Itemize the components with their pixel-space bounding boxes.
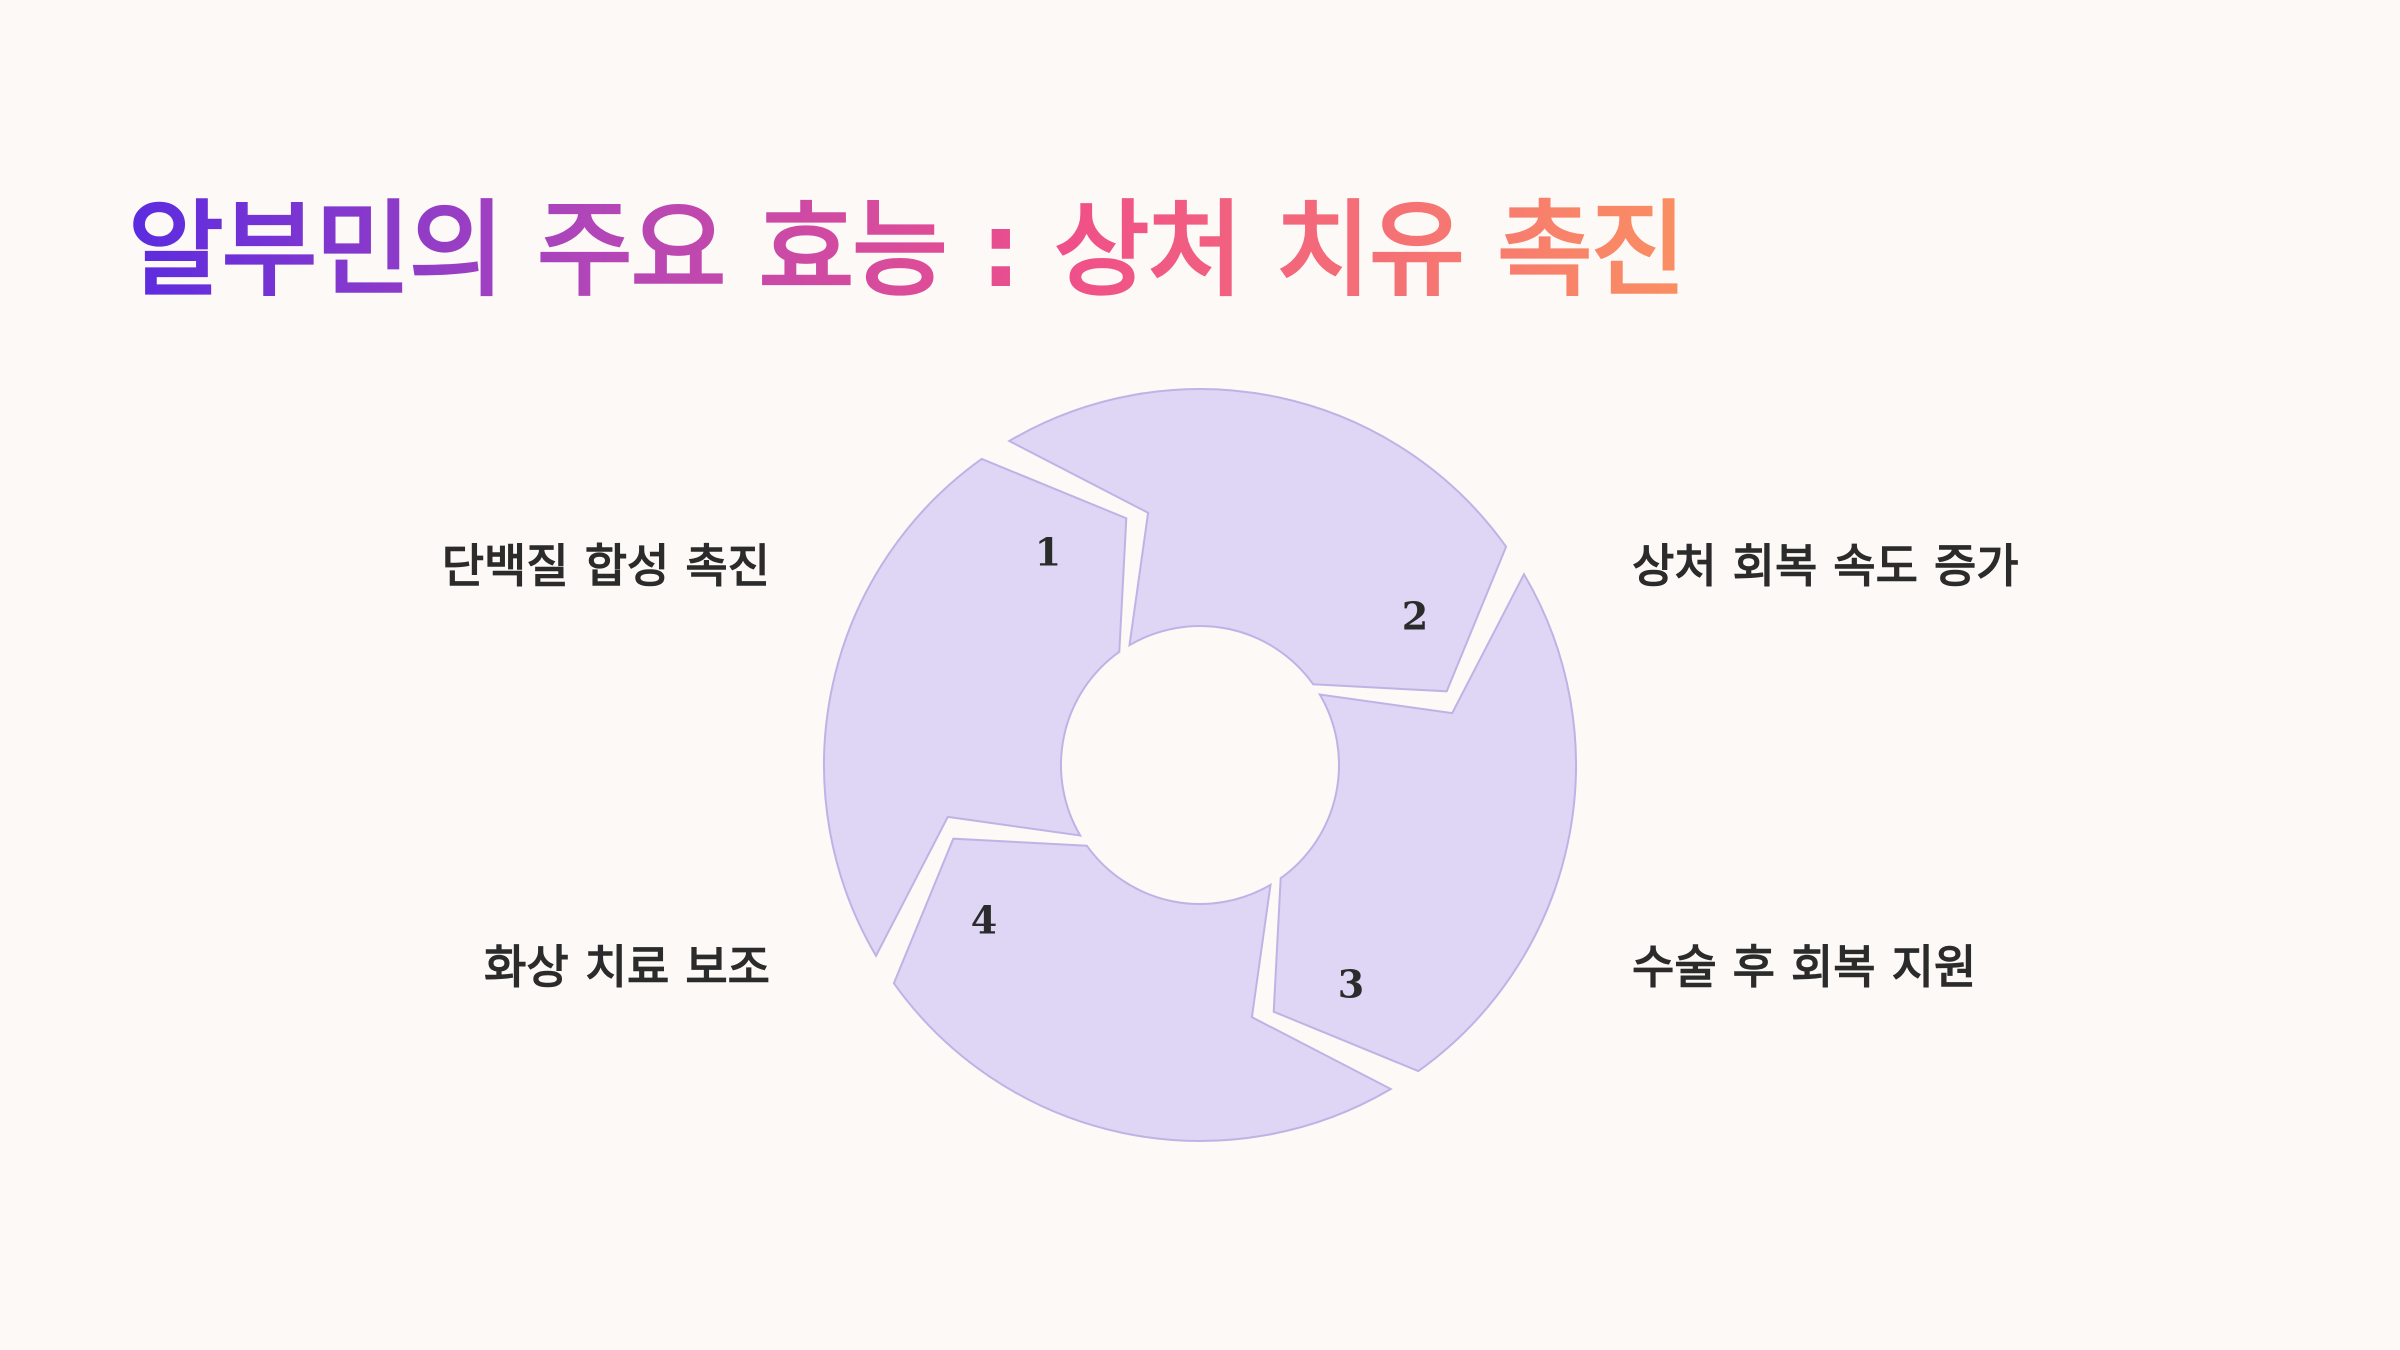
step-label-1: 단백질 합성 촉진 xyxy=(441,539,770,593)
step-number-2: 2 xyxy=(1402,594,1428,639)
step-number-1: 1 xyxy=(1035,530,1061,575)
step-label-2: 상처 회복 속도 증가 xyxy=(1632,539,2019,593)
cycle-segment-3 xyxy=(1272,572,1577,1073)
slide-title: 알부민의 주요 효능 : 상처 치유 촉진 xyxy=(128,189,1686,311)
step-label-3: 수술 후 회복 지원 xyxy=(1632,940,1977,994)
cycle-segment-1 xyxy=(823,457,1128,958)
cycle-segment-4 xyxy=(892,837,1393,1142)
cycle-segment-2 xyxy=(1007,388,1508,693)
step-number-4: 4 xyxy=(971,898,997,943)
step-number-3: 3 xyxy=(1338,962,1364,1007)
step-label-4: 화상 치료 보조 xyxy=(484,940,770,994)
